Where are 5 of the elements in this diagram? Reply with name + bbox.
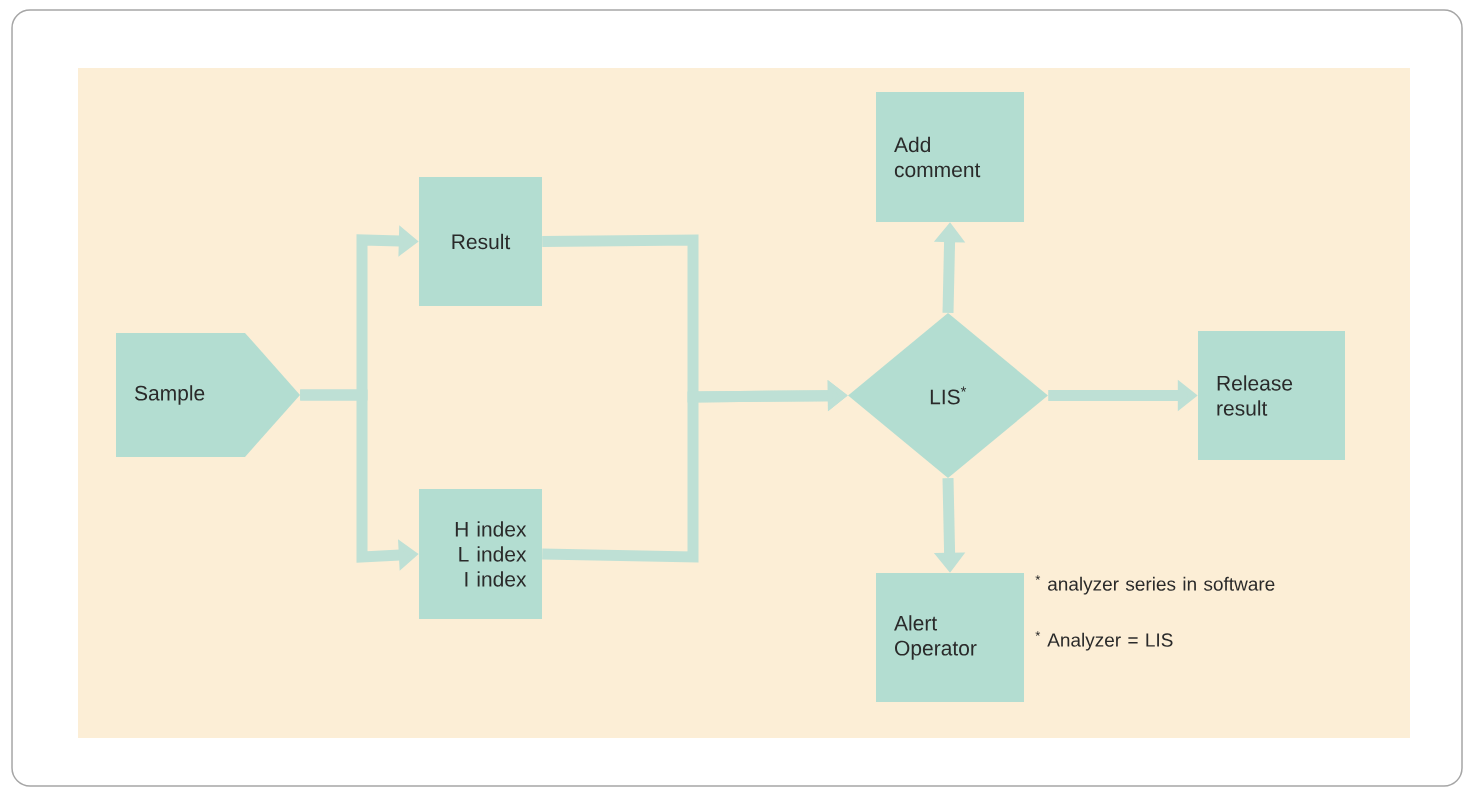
process-box: H index L index I index <box>419 489 542 619</box>
process-box: Release result <box>1198 331 1345 460</box>
process-box: Result <box>419 177 542 306</box>
process-box: Add comment <box>876 92 1024 222</box>
process-box: Alert Operator <box>876 573 1024 702</box>
